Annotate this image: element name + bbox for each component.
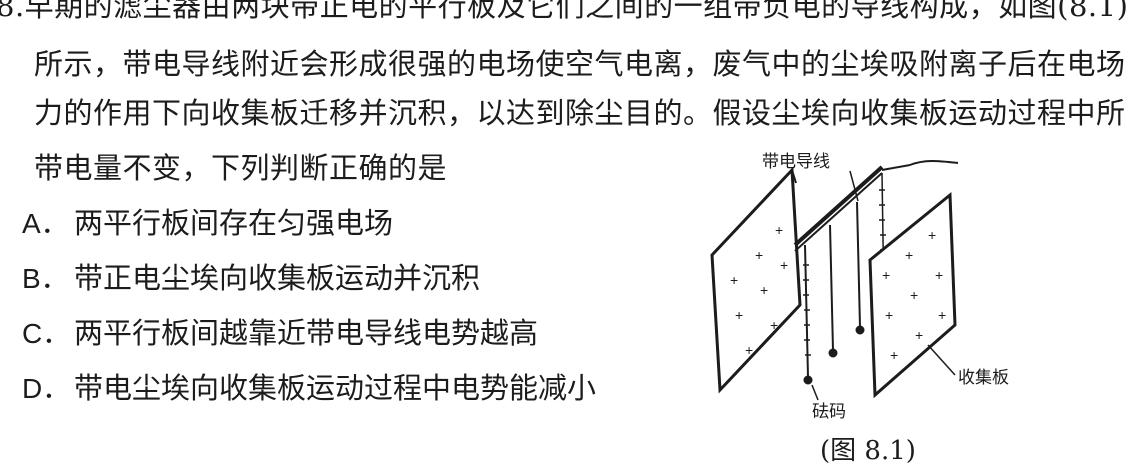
stem-line-2: 所示，带电导线附近会形成很强的电场使空气电离，废气中的尘埃吸附离子后在电场 (34, 47, 1126, 81)
svg-text:+: + (938, 307, 946, 323)
svg-text:+: + (935, 267, 943, 283)
svg-text:+: + (770, 317, 778, 333)
label-collector-plate: 收集板 (958, 368, 1009, 387)
stem-line-4: 带电量不变，下列判断正确的是 (34, 151, 448, 185)
svg-text:+: + (882, 267, 890, 283)
option-b-letter: B． (22, 263, 69, 294)
svg-text:+: + (745, 342, 753, 358)
svg-text:+: + (905, 247, 913, 263)
option-a[interactable]: A．两平行板间存在匀强电场 (22, 205, 393, 242)
left-plate (710, 166, 802, 394)
option-d-text: 带电尘埃向收集板运动过程中电势能减小 (74, 371, 597, 405)
svg-text:+: + (915, 327, 923, 343)
collector-plate-charges: + + + + + + + + + (882, 227, 946, 363)
stem-line-3: 力的作用下向收集板迁移并沉积，以达到除尘目的。假设尘埃向收集板运动过程中所 (34, 96, 1126, 130)
precipitator-figure: + + + + + + + + + + + + + + + + (710, 152, 1009, 421)
option-a-letter: A． (22, 208, 69, 239)
svg-text:+: + (755, 247, 763, 263)
svg-text:+: + (890, 347, 898, 363)
svg-text:+: + (928, 227, 936, 243)
option-d-letter: D． (22, 373, 71, 404)
svg-text:+: + (910, 287, 918, 303)
option-c[interactable]: C．两平行板间越靠近带电导线电势越高 (22, 315, 538, 352)
svg-text:+: + (735, 307, 743, 323)
stem-line-1: 8.早期的滤尘器由两块带正电的平行板及它们之间的一组带负电的导线构成，如图(8.… (0, 0, 1128, 23)
option-b-text: 带正电尘埃向收集板运动并沉积 (74, 261, 481, 295)
figure-caption: (图 8.1) (820, 436, 916, 466)
option-c-text: 两平行板间越靠近带电导线电势越高 (74, 316, 539, 350)
collector-plate (868, 191, 957, 399)
svg-text:+: + (775, 222, 783, 238)
svg-text:+: + (730, 272, 738, 288)
option-c-letter: C． (22, 318, 71, 349)
label-weight: 砝码 (812, 402, 846, 421)
option-d[interactable]: D．带电尘埃向收集板运动过程中电势能减小 (22, 370, 596, 407)
option-b[interactable]: B．带正电尘埃向收集板运动并沉积 (22, 260, 480, 297)
option-a-text: 两平行板间存在匀强电场 (74, 206, 394, 240)
left-plate-charges: + + + + + + + + (730, 222, 788, 358)
label-charged-wire: 带电导线 (762, 152, 830, 171)
svg-text:+: + (885, 307, 893, 323)
svg-text:+: + (760, 282, 768, 298)
svg-text:+: + (780, 257, 788, 273)
